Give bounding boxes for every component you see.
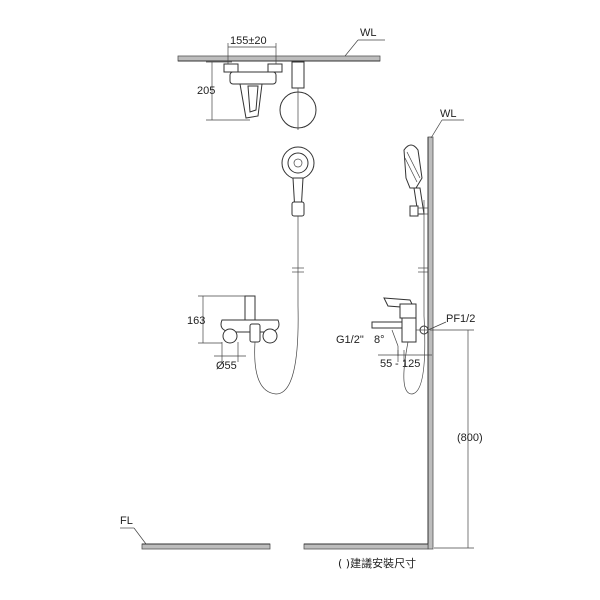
side-hand-shower [403,144,425,215]
spacing-label: 155±20 [230,35,267,47]
height-valve-dimension [198,295,246,344]
footnote: ( )建議安裝尺寸 [338,556,416,570]
pf-leader [427,321,447,331]
flange-dimension [214,342,246,362]
wl-leader-side [430,119,464,139]
flange-dia-label: Ø55 [216,360,237,372]
inlet-thread-label: G1/2" [336,334,364,346]
outlet-thread-label: PF1/2 [446,313,475,325]
fl-leader [120,527,147,545]
mixer-front-view [220,295,280,344]
floor-line [141,543,429,550]
depth-dimension [378,350,432,362]
top-wall-plan [177,55,381,62]
front-hose [254,305,299,395]
side-hose [403,315,426,395]
depth-b-label: 125 [402,358,420,370]
depth-a-label: 55 [380,358,392,370]
height-valve-label: 163 [187,315,205,327]
slide-bar-front [292,216,304,306]
angle-mark [391,329,399,356]
wl-label-top: WL [360,27,377,39]
side-wall [427,136,434,550]
hand-shower-front [281,146,315,217]
angle-label: 8° [374,334,385,346]
wl-leader-top [344,39,385,57]
floor-hatch-right [303,543,429,550]
mixer-plan-view [223,63,283,119]
height-top-label: 205 [197,85,215,97]
fl-label: FL [120,515,133,527]
height-top-dimension [206,61,250,121]
install-height-label: (800) [457,432,483,444]
side-slide-bar [409,200,428,316]
side-mixer [371,297,429,343]
shower-head-plan-view [279,61,317,130]
floor-hatch-left [141,543,271,550]
wl-label-side: WL [440,108,457,120]
depth-sep: - [395,358,399,370]
install-height-dimension [430,329,474,549]
top-wall-hatch [177,55,381,62]
side-wall-hatch [427,136,434,550]
